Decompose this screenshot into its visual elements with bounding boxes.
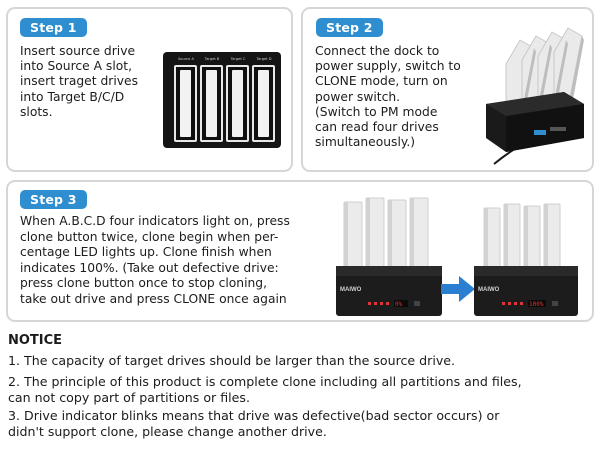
dock-top-view-image: Source A Target B Target C Target D: [163, 52, 281, 148]
step2-instructions: Connect the dock to power supply, switch…: [315, 44, 461, 150]
notice-title: NOTICE: [8, 333, 63, 348]
slot-label-a: Source A: [178, 57, 194, 61]
dock-left-brand: MAIWO: [340, 287, 362, 293]
step3-instructions: When A.B.C.D four indicators light on, p…: [20, 214, 290, 306]
step3-badge: Step 3: [20, 190, 87, 209]
slot-d: [252, 65, 275, 142]
svg-text:0%: 0%: [395, 301, 403, 308]
notice-item-3: 3. Drive indicator blinks means that dri…: [8, 408, 500, 439]
step1-instructions: Insert source drive into Source A slot, …: [20, 44, 139, 119]
slot-label-d: Target D: [256, 57, 272, 61]
slot-a: [174, 65, 197, 142]
dock-right-brand: MAIWO: [478, 287, 500, 293]
step1-badge: Step 1: [20, 18, 87, 37]
notice-item-1: 1. The capacity of target drives should …: [8, 353, 456, 368]
slot-label-c: Target C: [230, 57, 246, 61]
dock-cloning-right-image: MAIWO 100%: [474, 203, 578, 316]
svg-text:100%: 100%: [529, 301, 544, 308]
slot-label-b: Target B: [204, 57, 220, 61]
slot-b: [200, 65, 223, 142]
notice-item-2: 2. The principle of this product is comp…: [8, 374, 522, 405]
step2-badge: Step 2: [316, 18, 383, 37]
dock-with-drives-image: [486, 27, 584, 165]
arrow-right-icon: [441, 276, 475, 302]
dock-cloning-left-image: MAIWO 0%: [336, 197, 442, 316]
slot-c: [226, 65, 249, 142]
